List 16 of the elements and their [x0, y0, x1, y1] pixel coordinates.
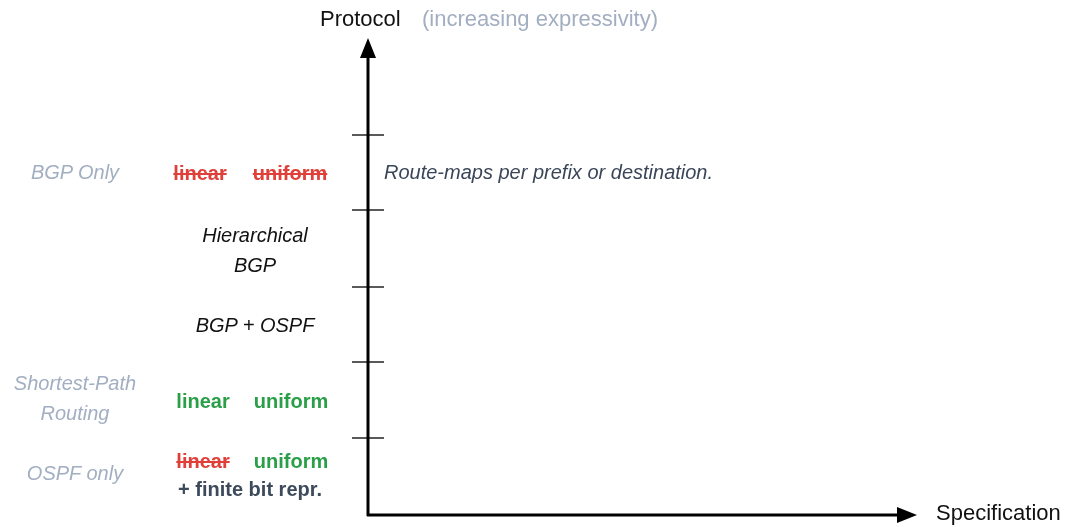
text-label: linear	[176, 449, 230, 474]
text-label: uniform	[253, 389, 329, 414]
text-label: OSPF only	[26, 461, 124, 486]
text-label: linear	[176, 389, 230, 414]
text-label: BGP + OSPF	[195, 313, 315, 338]
text-label: uniform	[252, 161, 328, 186]
text-label: uniform	[253, 449, 329, 474]
text-label: + finite bit repr.	[178, 477, 322, 502]
text-label: Shortest-Path Routing	[12, 371, 138, 426]
axis-subtitle: (increasing expressivity)	[422, 4, 658, 33]
text-label: Route-maps per prefix or destination.	[384, 160, 714, 185]
text-label: Hierarchical BGP	[201, 223, 309, 278]
axis-title: Protocol	[320, 4, 401, 33]
text-label: BGP Only	[30, 160, 120, 185]
axis-title: Specification	[936, 498, 1061, 527]
text-label: linear	[173, 161, 227, 186]
